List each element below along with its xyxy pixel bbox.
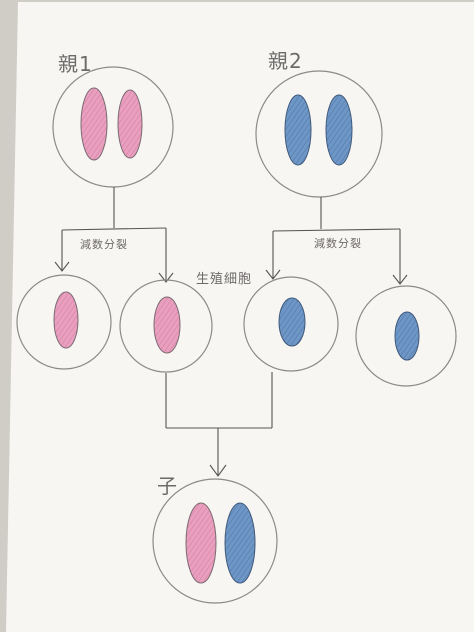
gamete-cell-3 [243, 276, 339, 372]
parent1-chromosome-2 [117, 89, 143, 159]
parent2-label: 親2 [268, 49, 303, 73]
parent1-chromosome-1 [80, 87, 108, 161]
child-chromosome-blue [224, 502, 256, 584]
parent1-cell [52, 66, 174, 188]
meiosis-label-right: 減数分裂 [314, 237, 362, 250]
meiosis-arrows-right [265, 197, 408, 285]
gamete-cell-2 [119, 279, 213, 373]
child-cell [152, 478, 278, 604]
parent2-chromosome-1 [284, 94, 312, 166]
parent2-cell [255, 70, 383, 198]
child-chromosome-pink [185, 502, 217, 584]
parent1-label: 親1 [58, 52, 93, 76]
meiosis-arrows-left [54, 187, 174, 283]
meiosis-label-left: 減数分裂 [80, 238, 128, 251]
child-label: 子 [157, 474, 177, 498]
parent2-chromosome-2 [325, 94, 353, 166]
gamete-cell-1 [16, 274, 112, 370]
gamete-cell-4 [355, 285, 457, 387]
fertilization-arrows [165, 372, 273, 477]
paper-sheet [6, 2, 474, 632]
gametes-label: 生殖細胞 [196, 272, 253, 287]
